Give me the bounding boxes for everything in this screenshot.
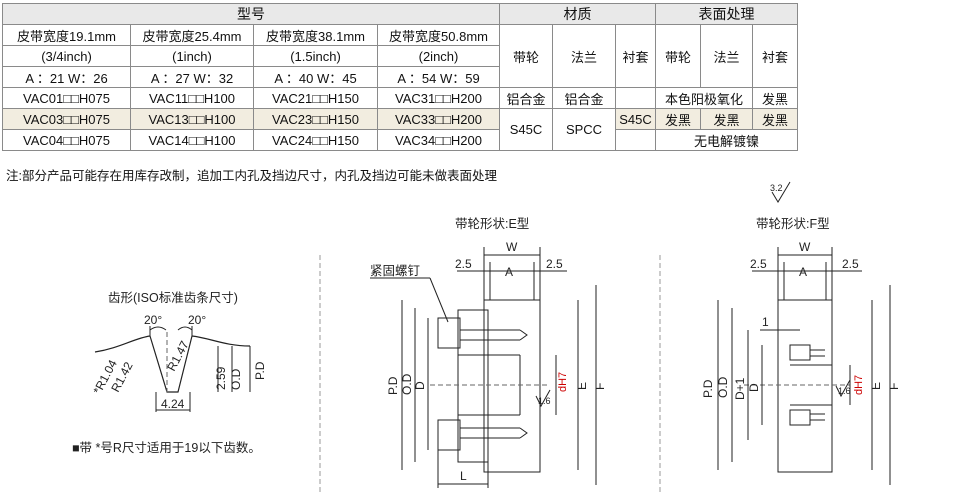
tooth-title: 齿形(ISO标准齿条尺寸) <box>108 291 238 305</box>
header-surface: 表面处理 <box>655 3 798 25</box>
e-type-title: 带轮形状:E型 <box>455 217 529 231</box>
e-dim-right: 2.5 <box>546 257 563 271</box>
model-cell: VAC34□□H200 <box>377 129 500 151</box>
f-type-diagram: 带轮形状:F型 W A 2.5 2.5 1 P.D O.D D+1 D E F … <box>701 217 901 485</box>
e-dim-bore: dH7 <box>557 372 569 392</box>
material-cell: 铝合金 <box>552 87 616 109</box>
e-dim-od: O.D <box>400 373 414 395</box>
header-material: 材质 <box>499 3 656 25</box>
roughness-symbol-icon: 3.2 <box>770 181 791 203</box>
model-cell: VAC23□□H150 <box>253 108 378 130</box>
f-dim-d1: D+1 <box>733 377 747 400</box>
surface-cell: 本色阳极氧化 <box>655 87 753 109</box>
tooth-angle-1: 20° <box>144 313 162 327</box>
tooth-footnote: ■带 *号R尺寸适用于19以下齿数。 <box>72 440 261 455</box>
width-aw-4: A ：54 W：59 <box>377 66 500 88</box>
width-title-4: 皮带宽度50.8mm <box>377 24 500 46</box>
f-dim-f: F <box>887 383 901 390</box>
roughness-value: 3.2 <box>770 183 783 193</box>
f-dim-bore: dH7 <box>853 375 865 395</box>
f-dim-right: 2.5 <box>842 257 859 271</box>
tooth-pd: P.D <box>253 361 267 380</box>
width-aw-1: A ：21 W：26 <box>2 66 131 88</box>
tooth-od: O.D <box>229 368 243 390</box>
f-dim-w: W <box>799 240 811 254</box>
f-dim-one: 1 <box>762 315 769 329</box>
f-dim-e: E <box>869 382 883 390</box>
f-type-title: 带轮形状:F型 <box>756 217 830 231</box>
e-dim-pd: P.D <box>386 376 400 395</box>
surface-cell: 无电解镀镍 <box>655 129 798 151</box>
surface-cell: 发黑 <box>655 108 701 130</box>
f-dim-d: D <box>747 383 761 392</box>
width-inch-4: (2inch) <box>377 45 500 67</box>
material-cell: S45C <box>615 108 656 130</box>
e-type-diagram: 带轮形状:E型 W A 2.5 2.5 紧固螺钉 P.D O.D D E F <box>370 217 607 488</box>
tooth-angle-2: 20° <box>188 313 206 327</box>
spec-table: 型号 材质 表面处理 皮带宽度19.1mm 皮带宽度25.4mm 皮带宽度38.… <box>2 3 798 151</box>
model-cell: VAC24□□H150 <box>253 129 378 151</box>
f-dim-a: A <box>799 265 807 279</box>
tooth-h1: 2.59 <box>214 366 228 390</box>
e-dim-d: D <box>413 381 427 390</box>
material-cell: S45C <box>499 108 553 151</box>
e-screw-label: 紧固螺钉 <box>370 264 421 278</box>
model-cell: VAC14□□H100 <box>130 129 254 151</box>
f-dim-left: 2.5 <box>750 257 767 271</box>
e-dim-w: W <box>506 240 518 254</box>
e-dim-e: E <box>575 382 589 390</box>
width-aw-3: A ：40 W：45 <box>253 66 378 88</box>
e-dim-l: L <box>460 469 467 483</box>
e-dim-f: F <box>593 383 607 390</box>
surf-bush-header: 衬套 <box>752 24 798 88</box>
model-cell: VAC03□□H075 <box>2 108 131 130</box>
model-cell: VAC33□□H200 <box>377 108 500 130</box>
width-title-1: 皮带宽度19.1mm <box>2 24 131 46</box>
surf-flange-header: 法兰 <box>700 24 753 88</box>
tooth-bottom: 4.24 <box>161 397 185 411</box>
surface-cell: 发黑 <box>752 87 798 109</box>
surface-cell: 发黑 <box>752 108 798 130</box>
e-dim-left: 2.5 <box>455 257 472 271</box>
mat-flange-header: 法兰 <box>552 24 616 88</box>
surface-cell: 发黑 <box>700 108 753 130</box>
model-cell: VAC11□□H100 <box>130 87 254 109</box>
tooth-r3: R1.47 <box>164 338 192 373</box>
footnote-text: 注:部分产品可能存在用库存改制，追加工内孔及挡边尺寸，内孔及挡边可能未做表面处理 <box>6 169 497 183</box>
tooth-profile-diagram: 齿形(ISO标准齿条尺寸) 20° 20° *R1.04 R1.42 R1.47… <box>72 291 267 455</box>
e-dim-a: A <box>505 265 513 279</box>
mat-pulley-header: 带轮 <box>499 24 553 88</box>
model-cell: VAC13□□H100 <box>130 108 254 130</box>
material-cell: SPCC <box>552 108 616 151</box>
f-dim-pd: P.D <box>701 379 715 398</box>
header-model: 型号 <box>2 3 500 25</box>
material-cell: 铝合金 <box>499 87 553 109</box>
f-dim-od: O.D <box>716 376 730 398</box>
